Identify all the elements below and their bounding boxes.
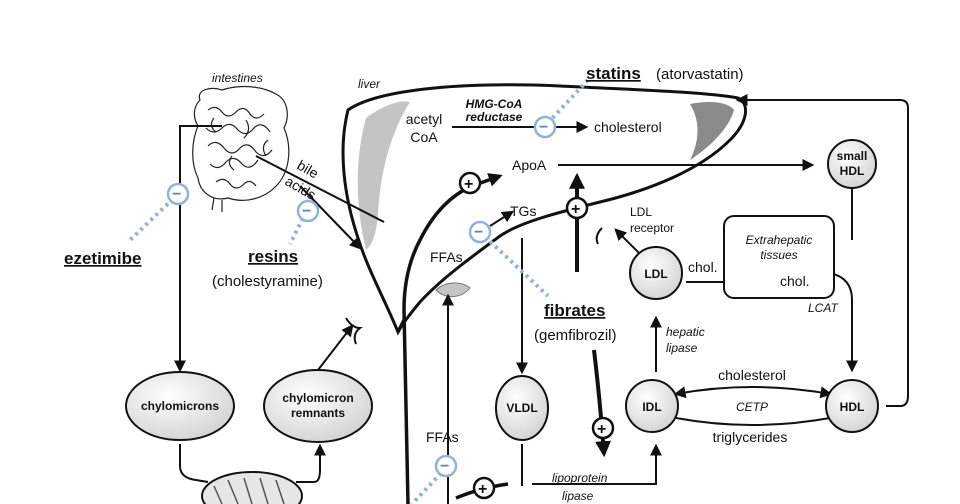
idl-node — [625, 379, 679, 433]
fibrates-example-label: (gemfibrozil) — [534, 327, 617, 344]
vldl-node — [495, 375, 549, 441]
chol-left-label: chol. — [688, 259, 718, 275]
svg-text:−: − — [539, 119, 548, 136]
acetyl-label: acetyl — [406, 111, 443, 127]
liver-label: liver — [358, 77, 381, 91]
liver-inflow-plus-icon: + — [458, 171, 482, 195]
extrahepatic-label-2: tissues — [760, 248, 797, 262]
resins-example-label: (cholestyramine) — [212, 273, 323, 290]
statins-label: statins — [586, 64, 641, 83]
svg-text:−: − — [172, 186, 181, 203]
svg-text:+: + — [478, 481, 487, 498]
statins-inhibition-icon: − — [533, 115, 557, 139]
chol-right-label: chol. — [780, 273, 810, 289]
ffas-top-label: FFAs — [430, 249, 463, 265]
svg-text:+: + — [464, 176, 473, 193]
cholesterol-liver-label: cholesterol — [594, 119, 662, 135]
ldl-node — [629, 246, 683, 300]
vldl-label: VLDL — [506, 401, 537, 415]
chylomicrons-node — [125, 371, 235, 441]
receptor-symbols — [345, 227, 603, 345]
chylomicrons-label: chylomicrons — [141, 399, 219, 413]
small-hdl-label-1: small — [837, 149, 868, 163]
apoa-plus-icon: + — [565, 196, 589, 220]
liver-shape — [341, 83, 747, 336]
statins-example-label: (atorvastatin) — [656, 66, 744, 83]
cholesterol-cetp-label: cholesterol — [718, 367, 786, 383]
bottom-plus-icon: + — [472, 476, 496, 500]
extrahepatic-tissues-box — [723, 215, 835, 299]
pathway-arrows — [174, 94, 909, 504]
ldl-label: LDL — [644, 267, 667, 281]
stimulation-symbols: + + + + — [458, 171, 615, 500]
intestines-illustration — [192, 85, 290, 212]
ffas-bottom-label: FFAs — [426, 429, 459, 445]
hdl-label: HDL — [840, 400, 865, 414]
ezetimibe-inhibition-icon: − — [166, 182, 190, 206]
intestines-label: intestines — [212, 71, 263, 85]
resins-label: resins — [248, 247, 298, 266]
lipoprotein-label: lipoprotein — [552, 471, 608, 485]
extrahepatic-label-1: Extrahepatic — [746, 233, 813, 247]
tgs-label: TGs — [510, 203, 536, 219]
svg-text:−: − — [440, 458, 449, 475]
svg-text:+: + — [571, 201, 580, 218]
cetp-label: CETP — [736, 400, 768, 414]
small-hdl-node — [827, 139, 877, 189]
coa-label: CoA — [410, 129, 438, 145]
bottom-vessel-stripes — [213, 477, 285, 504]
resins-inhibition-icon: − — [296, 199, 320, 223]
triglycerides-label: triglycerides — [713, 429, 788, 445]
lcat-label: LCAT — [808, 301, 839, 315]
reductase-label: reductase — [466, 110, 523, 124]
inhibition-symbols: − − − − − — [166, 115, 557, 478]
lipoprotein-nodes — [125, 139, 879, 504]
fibrates-label: fibrates — [544, 301, 605, 320]
lipase-label: lipase — [666, 341, 698, 355]
lipase-bottom-label: lipase — [562, 489, 594, 503]
remnants-label-2: remnants — [291, 406, 345, 420]
ldl-receptor-label-1: LDL — [630, 205, 652, 219]
idl-label: IDL — [642, 400, 661, 414]
lipase-plus-icon: + — [591, 416, 615, 440]
hepatic-label: hepatic — [666, 325, 705, 339]
svg-text:−: − — [302, 203, 311, 220]
ezetimibe-label: ezetimibe — [64, 249, 141, 268]
ldl-receptor-label-2: receptor — [630, 221, 674, 235]
fibrates-inhibition-icon: − — [468, 220, 492, 244]
svg-text:+: + — [597, 421, 606, 438]
svg-text:−: − — [474, 224, 483, 241]
apoa-label: ApoA — [512, 157, 547, 173]
remnants-label-1: chylomicron — [282, 391, 353, 405]
hdl-node — [825, 379, 879, 433]
hmg-coa-label: HMG-CoA — [466, 97, 523, 111]
chylomicron-remnants-node — [263, 369, 373, 443]
bottom-vessel-node — [201, 471, 303, 504]
small-hdl-label-2: HDL — [840, 164, 865, 178]
bottom-inhibition-icon: − — [434, 454, 458, 478]
